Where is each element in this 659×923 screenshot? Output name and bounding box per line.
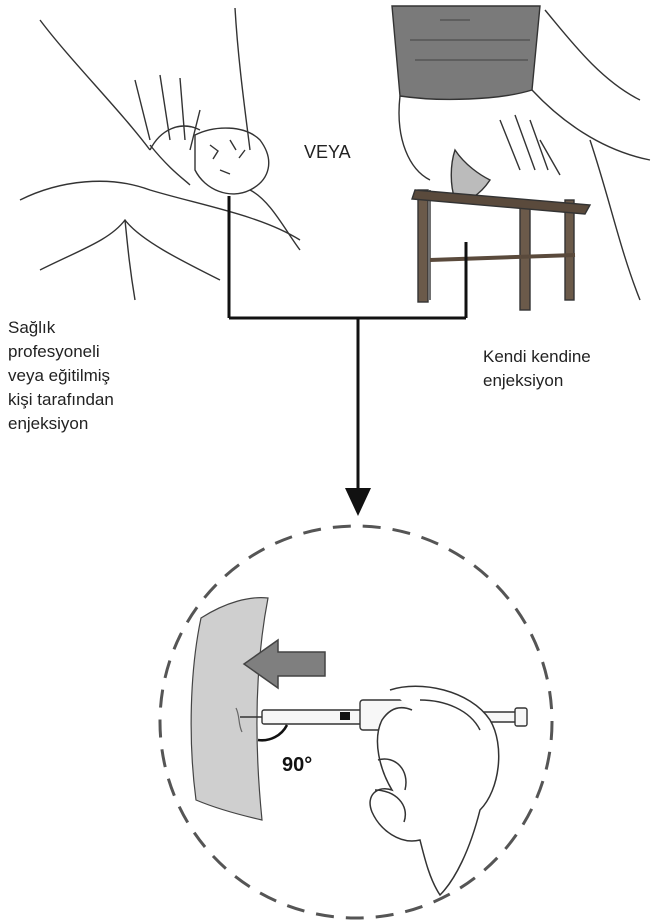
- injection-detail: [190, 597, 528, 897]
- push-arrow-icon: [242, 638, 326, 690]
- angle-arc: [257, 724, 289, 742]
- caption-line: Kendi kendine: [483, 347, 591, 366]
- professional-injection-caption: Sağlık profesyoneli veya eğitilmiş kişi …: [8, 316, 114, 436]
- caption-line: enjeksiyon: [483, 371, 564, 390]
- caption-line: kişi tarafından: [8, 390, 114, 409]
- connector-bracket: [227, 196, 468, 488]
- seated-thigh-injection-illustration: [391, 5, 651, 311]
- caption-line: enjeksiyon: [8, 414, 89, 433]
- caption-line: veya eğitilmiş: [8, 366, 111, 385]
- skin-area: [190, 597, 269, 821]
- down-arrow-icon: [345, 488, 371, 516]
- angle-label: 90°: [282, 754, 313, 776]
- caption-line: profesyoneli: [8, 342, 100, 361]
- dashed-circle: [158, 524, 554, 920]
- self-injection-caption: Kendi kendine enjeksiyon: [483, 345, 591, 393]
- injection-back-hand-illustration: [19, 7, 301, 301]
- hand-illustration: [369, 685, 500, 897]
- caption-line: Sağlık: [8, 318, 56, 337]
- or-label: VEYA: [304, 142, 351, 162]
